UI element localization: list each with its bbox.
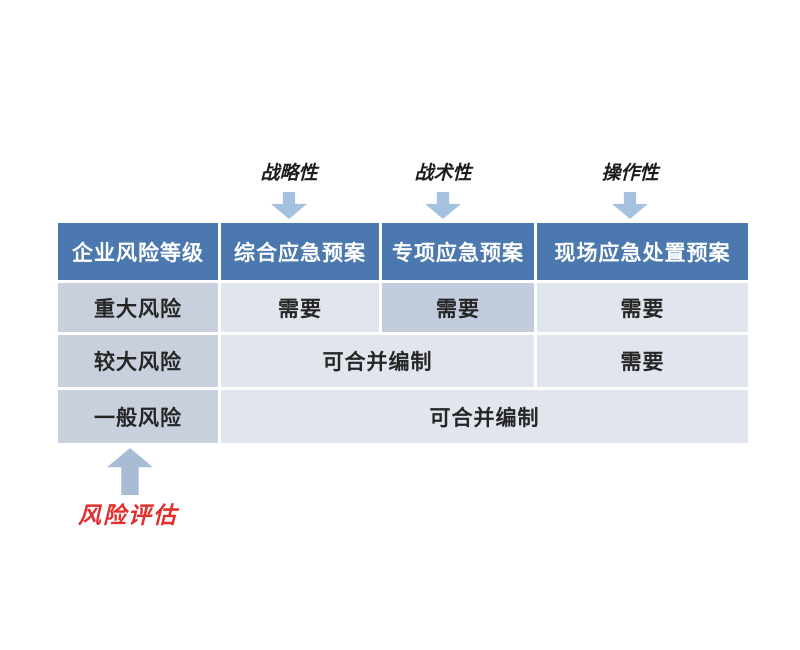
plan-type-label-strategic: 战略性 [260, 163, 318, 184]
plan-type-label-tactical: 战术性 [414, 163, 472, 184]
header-risk-level: 企业风险等级 [58, 223, 218, 280]
row-major-risk-level: 重大风险 [58, 283, 218, 332]
plan-type-group-tactical: 战术性 [414, 158, 472, 219]
plan-type-label-operational: 操作性 [601, 163, 659, 184]
risk-assessment-label: 风险评估 [78, 503, 178, 528]
risk-plan-table: 企业风险等级 综合应急预案 专项应急预案 现场应急处置预案 重大风险 需要 需要… [58, 223, 748, 443]
row-major-special-cell: 需要 [382, 283, 534, 332]
row-general-merged-cell: 可合并编制 [221, 390, 748, 443]
down-arrow-icon [270, 192, 307, 219]
row-larger-risk-level: 较大风险 [58, 335, 218, 387]
down-arrow-icon [611, 192, 648, 219]
header-special-plan: 专项应急预案 [382, 223, 534, 280]
header-comprehensive-plan: 综合应急预案 [221, 223, 379, 280]
row-larger-onsite-cell: 需要 [537, 335, 748, 387]
plan-type-group-strategic: 战略性 [260, 158, 318, 219]
header-onsite-plan: 现场应急处置预案 [537, 223, 748, 280]
row-major-onsite-cell: 需要 [537, 283, 748, 332]
row-major-comprehensive-cell: 需要 [221, 283, 379, 332]
down-arrow-icon [424, 192, 461, 219]
up-arrow-icon [107, 448, 153, 495]
plan-type-group-operational: 操作性 [601, 158, 659, 219]
row-general-risk-level: 一般风险 [58, 390, 218, 443]
row-larger-merged-cell: 可合并编制 [221, 335, 534, 387]
